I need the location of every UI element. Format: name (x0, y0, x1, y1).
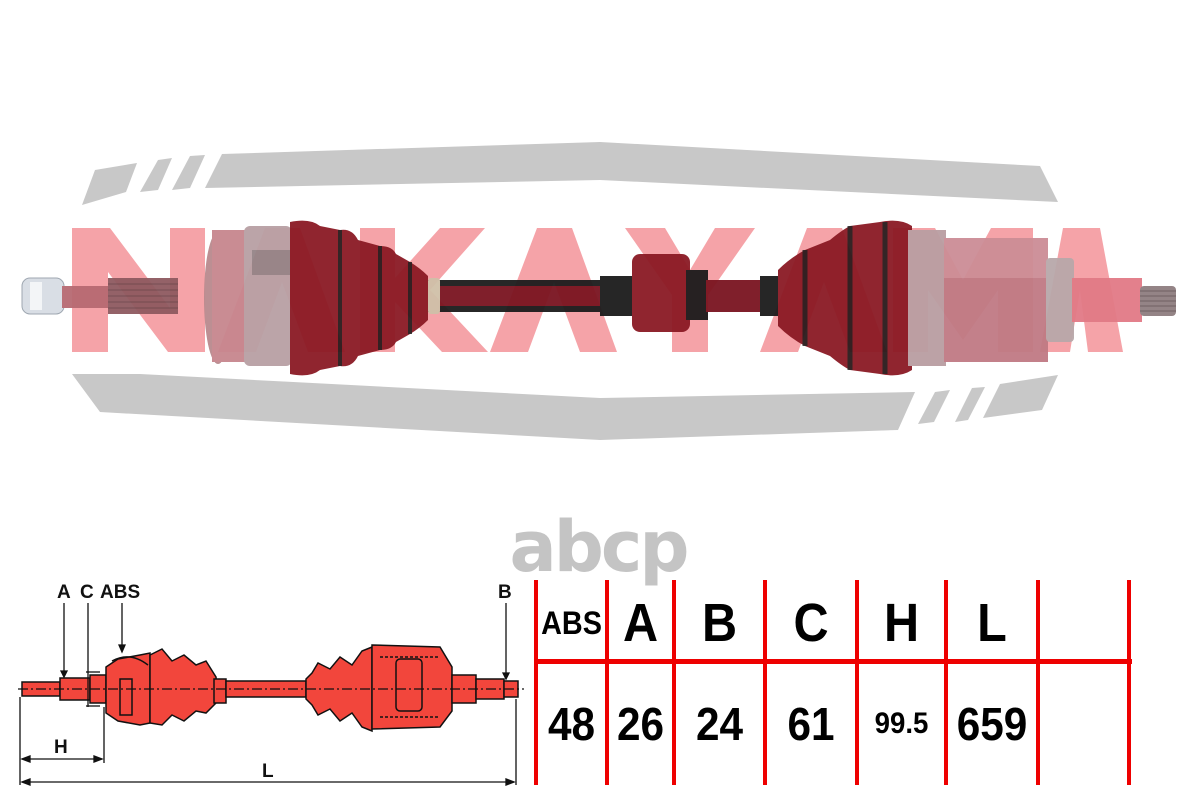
diagram-label-h: H (54, 737, 68, 758)
table-divider (763, 580, 767, 785)
table-value-b: 24 (695, 698, 744, 750)
diagram-label-abs: ABS (100, 582, 141, 603)
diagram-label-a: A (57, 582, 71, 603)
dimensions-table: ABS A B C H L 48 26 24 61 99.5 659 (530, 575, 1200, 800)
table-divider (855, 580, 859, 785)
table-header-h: H (883, 593, 920, 653)
table-value-abs: 48 (547, 698, 596, 750)
product-photo (0, 130, 1200, 450)
table-header-abs: ABS (541, 604, 602, 641)
table-divider (1127, 580, 1131, 785)
table-divider (534, 580, 538, 785)
diagram-label-b: B (498, 582, 512, 603)
table-divider (672, 580, 676, 785)
table-value-h: 99.5 (874, 707, 929, 740)
dimension-diagram: A C ABS B H L (0, 575, 530, 800)
table-header-c: C (793, 593, 829, 653)
drive-shaft-photo-svg (21, 142, 1176, 440)
table-value-l: 659 (956, 698, 1028, 750)
table-divider (1036, 580, 1040, 785)
drive-shaft (21, 220, 1176, 376)
site-watermark: abcp (509, 506, 690, 588)
table-header-divider (536, 659, 1132, 664)
table-divider (605, 580, 609, 785)
watermark-swoosh-bottom (72, 374, 1058, 440)
watermark-swoosh-top (82, 142, 1058, 205)
table-value-a: 26 (616, 698, 665, 750)
table-header-a: A (622, 593, 659, 653)
diagram-label-c: C (80, 582, 94, 603)
table-divider (944, 580, 948, 785)
drive-shaft-diagram-svg (18, 603, 524, 786)
diagram-label-l: L (262, 761, 274, 782)
table-header-l: L (977, 593, 1007, 653)
table-header-b: B (701, 593, 738, 653)
table-value-c: 61 (787, 698, 835, 750)
